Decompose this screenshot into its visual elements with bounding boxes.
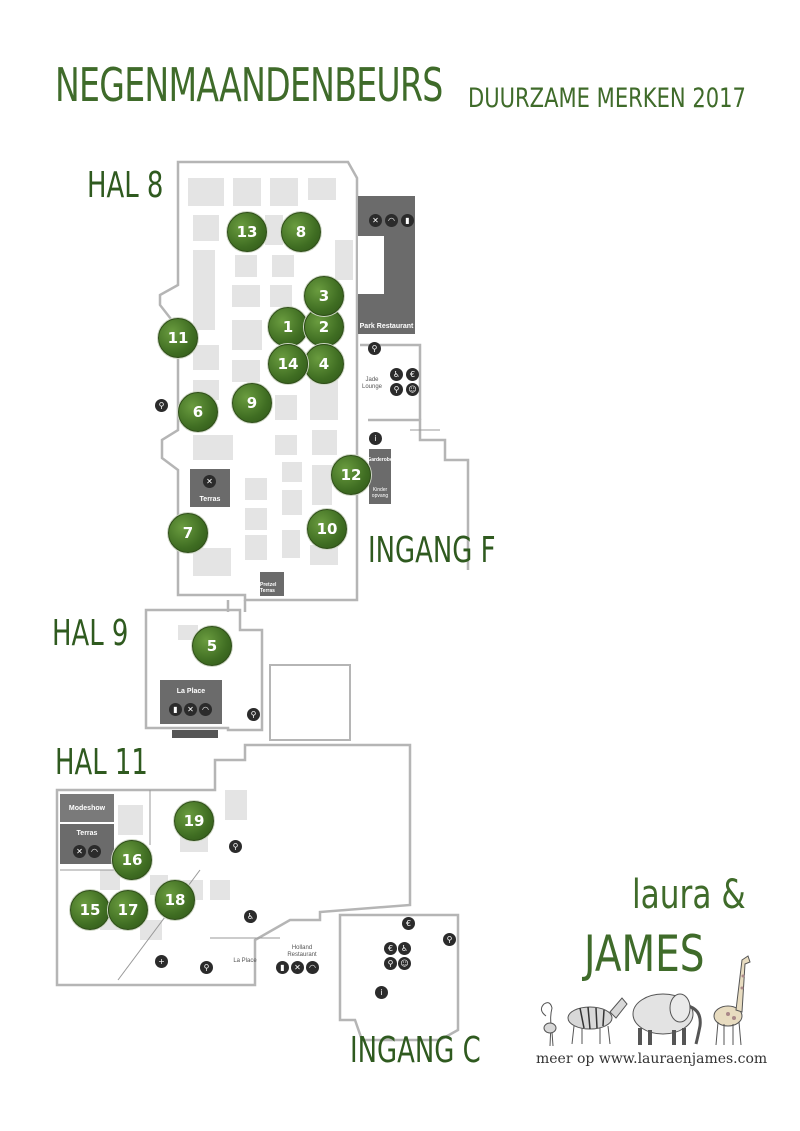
toilet-icon: ⚲ (229, 840, 242, 853)
toilet-icon: ⚲ (384, 957, 397, 970)
stand-marker-10[interactable]: 10 (307, 509, 347, 549)
ingang-f-label: INGANG F (368, 530, 496, 571)
coffee-icon: ▮ (276, 961, 289, 974)
stand-marker-18[interactable]: 18 (155, 880, 195, 920)
euro-icon: € (402, 917, 415, 930)
wheelchair-icon: ♿ (398, 942, 411, 955)
stand-marker-11[interactable]: 11 (158, 318, 198, 358)
park-restaurant-label: Park Restaurant (359, 323, 414, 330)
jade-lounge-label: Jade Lounge (361, 377, 383, 390)
cutlery-icon: ✕ (73, 845, 86, 858)
cutlery-icon: ✕ (369, 214, 382, 227)
wifi-icon: ◠ (385, 214, 398, 227)
stand-marker-4[interactable]: 4 (304, 344, 344, 384)
stand-marker-6[interactable]: 6 (178, 392, 218, 432)
stand-marker-13[interactable]: 13 (227, 212, 267, 252)
wifi-icon: ◠ (306, 961, 319, 974)
stand-marker-9[interactable]: 9 (232, 383, 272, 423)
stand-marker-16[interactable]: 16 (112, 840, 152, 880)
la-place-hal9-block: La Place (160, 680, 222, 724)
page-subtitle: DUURZAME MERKEN 2017 (468, 83, 746, 114)
toilet-icon: ⚲ (368, 342, 381, 355)
info-icon: i (369, 432, 382, 445)
stand-marker-15[interactable]: 15 (70, 890, 110, 930)
website-text[interactable]: meer op www.lauraenjames.com (536, 1051, 768, 1067)
toilet-icon: ⚲ (247, 708, 260, 721)
ingang-c-label: INGANG C (350, 1030, 481, 1071)
toilet-icon: ⚲ (155, 399, 168, 412)
stand-marker-1[interactable]: 1 (268, 307, 308, 347)
terras-hal8-label: Terras (199, 496, 221, 503)
wifi-icon: ◠ (199, 703, 212, 716)
coffee-icon: ▮ (169, 703, 182, 716)
stand-marker-5[interactable]: 5 (192, 626, 232, 666)
baby-icon: ☺ (406, 383, 419, 396)
terras-hal11-label: Terras (76, 830, 98, 837)
cutlery-icon: ✕ (184, 703, 197, 716)
toilet-icon: ⚲ (200, 961, 213, 974)
stand-marker-7[interactable]: 7 (168, 513, 208, 553)
coffee-icon: ▮ (401, 214, 414, 227)
holland-restaurant-label: Holland Restaurant (287, 945, 317, 958)
kinder-opvang-label: Kinder opvang (371, 487, 389, 499)
stand-marker-19[interactable]: 19 (174, 801, 214, 841)
brand-name-line1: laura & (632, 872, 746, 918)
brand-name-line2: JAMES (584, 925, 705, 983)
la-place-hal9-label: La Place (176, 688, 206, 695)
park-restaurant-notch (358, 236, 384, 294)
hal-11-label: HAL 11 (55, 742, 148, 783)
stand-marker-14[interactable]: 14 (268, 344, 308, 384)
garderobe-label: Garderobe (367, 457, 393, 463)
hal-8-label: HAL 8 (87, 165, 164, 206)
first-aid-icon: + (155, 955, 168, 968)
wheelchair-icon: ♿ (244, 910, 257, 923)
page-title: NEGENMAANDENBEURS (55, 58, 443, 112)
stand-marker-17[interactable]: 17 (108, 890, 148, 930)
wheelchair-icon: ♿ (390, 368, 403, 381)
toilet-icon: ⚲ (443, 933, 456, 946)
la-place-hal11-label: La Place (233, 958, 257, 964)
modeshow-label: Modeshow (68, 804, 106, 812)
animals-illustration (540, 955, 751, 1047)
baby-icon: ☺ (398, 957, 411, 970)
euro-icon: € (406, 368, 419, 381)
pretzel-terras-block: Pretzel Terras (260, 572, 284, 596)
modeshow-block: Modeshow (60, 794, 114, 822)
toilet-icon: ⚲ (390, 383, 403, 396)
hal-9-label: HAL 9 (52, 613, 129, 654)
stand-marker-8[interactable]: 8 (281, 212, 321, 252)
pretzel-terras-label: Pretzel Terras (260, 582, 277, 594)
terras-hal11-block: Terras (60, 824, 114, 864)
info-icon: i (375, 986, 388, 999)
cutlery-icon: ✕ (291, 961, 304, 974)
euro-icon: € (384, 942, 397, 955)
wifi-icon: ◠ (88, 845, 101, 858)
stand-marker-12[interactable]: 12 (331, 455, 371, 495)
garderobe-block: Garderobe (367, 449, 393, 504)
stand-marker-3[interactable]: 3 (304, 276, 344, 316)
cutlery-icon: ✕ (203, 475, 216, 488)
